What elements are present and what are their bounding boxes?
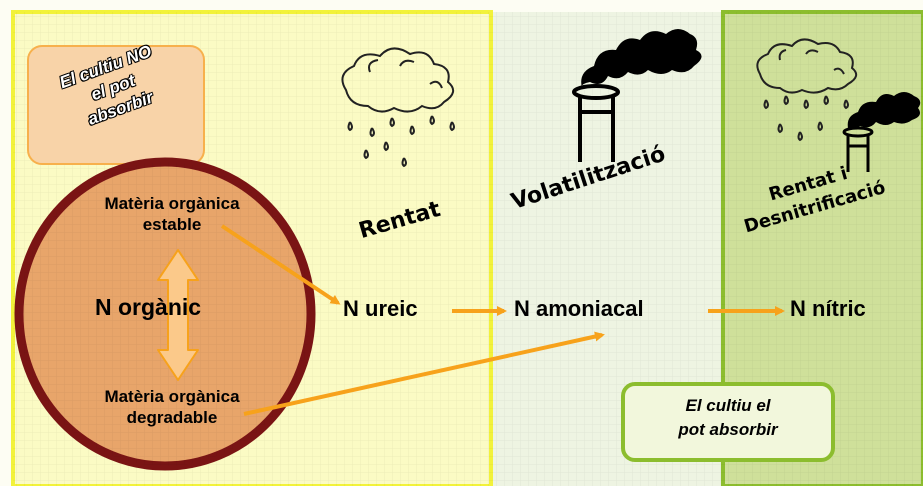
degradable-organic-matter-label: Matèria orgànica degradable xyxy=(72,386,272,428)
chimney-smoke-icon xyxy=(842,92,921,172)
degradable-line-2: degradable xyxy=(126,408,218,427)
degradable-line-1: Matèria orgànica xyxy=(104,387,240,406)
double-arrow-icon xyxy=(157,249,199,381)
stable-line-2: estable xyxy=(142,215,202,234)
rain-cloud-icon xyxy=(341,47,455,168)
organic-nitrogen-label: N orgànic xyxy=(95,294,202,320)
node-amoniacal: N amoniacal xyxy=(514,296,644,321)
arrow-degradable-to-amoniacal xyxy=(243,331,605,416)
arrow-stable-to-ureic xyxy=(220,224,341,305)
callout-absorb-text: El cultiu el pot absorbir xyxy=(623,394,833,442)
callout-absorb-line-1: El cultiu el xyxy=(685,396,771,415)
stable-organic-matter-label: Matèria orgànica estable xyxy=(72,193,272,235)
node-nitric: N nítric xyxy=(790,296,866,321)
chimney-smoke-icon xyxy=(572,29,702,162)
node-ureic: N ureic xyxy=(343,296,418,321)
callout-no-absorb xyxy=(27,45,205,165)
rain-cloud-icon xyxy=(756,38,858,142)
callout-absorb xyxy=(621,382,835,462)
callout-absorb-line-2: pot absorbir xyxy=(678,420,778,439)
flow-arrows xyxy=(220,224,785,416)
stable-line-1: Matèria orgànica xyxy=(104,194,240,213)
